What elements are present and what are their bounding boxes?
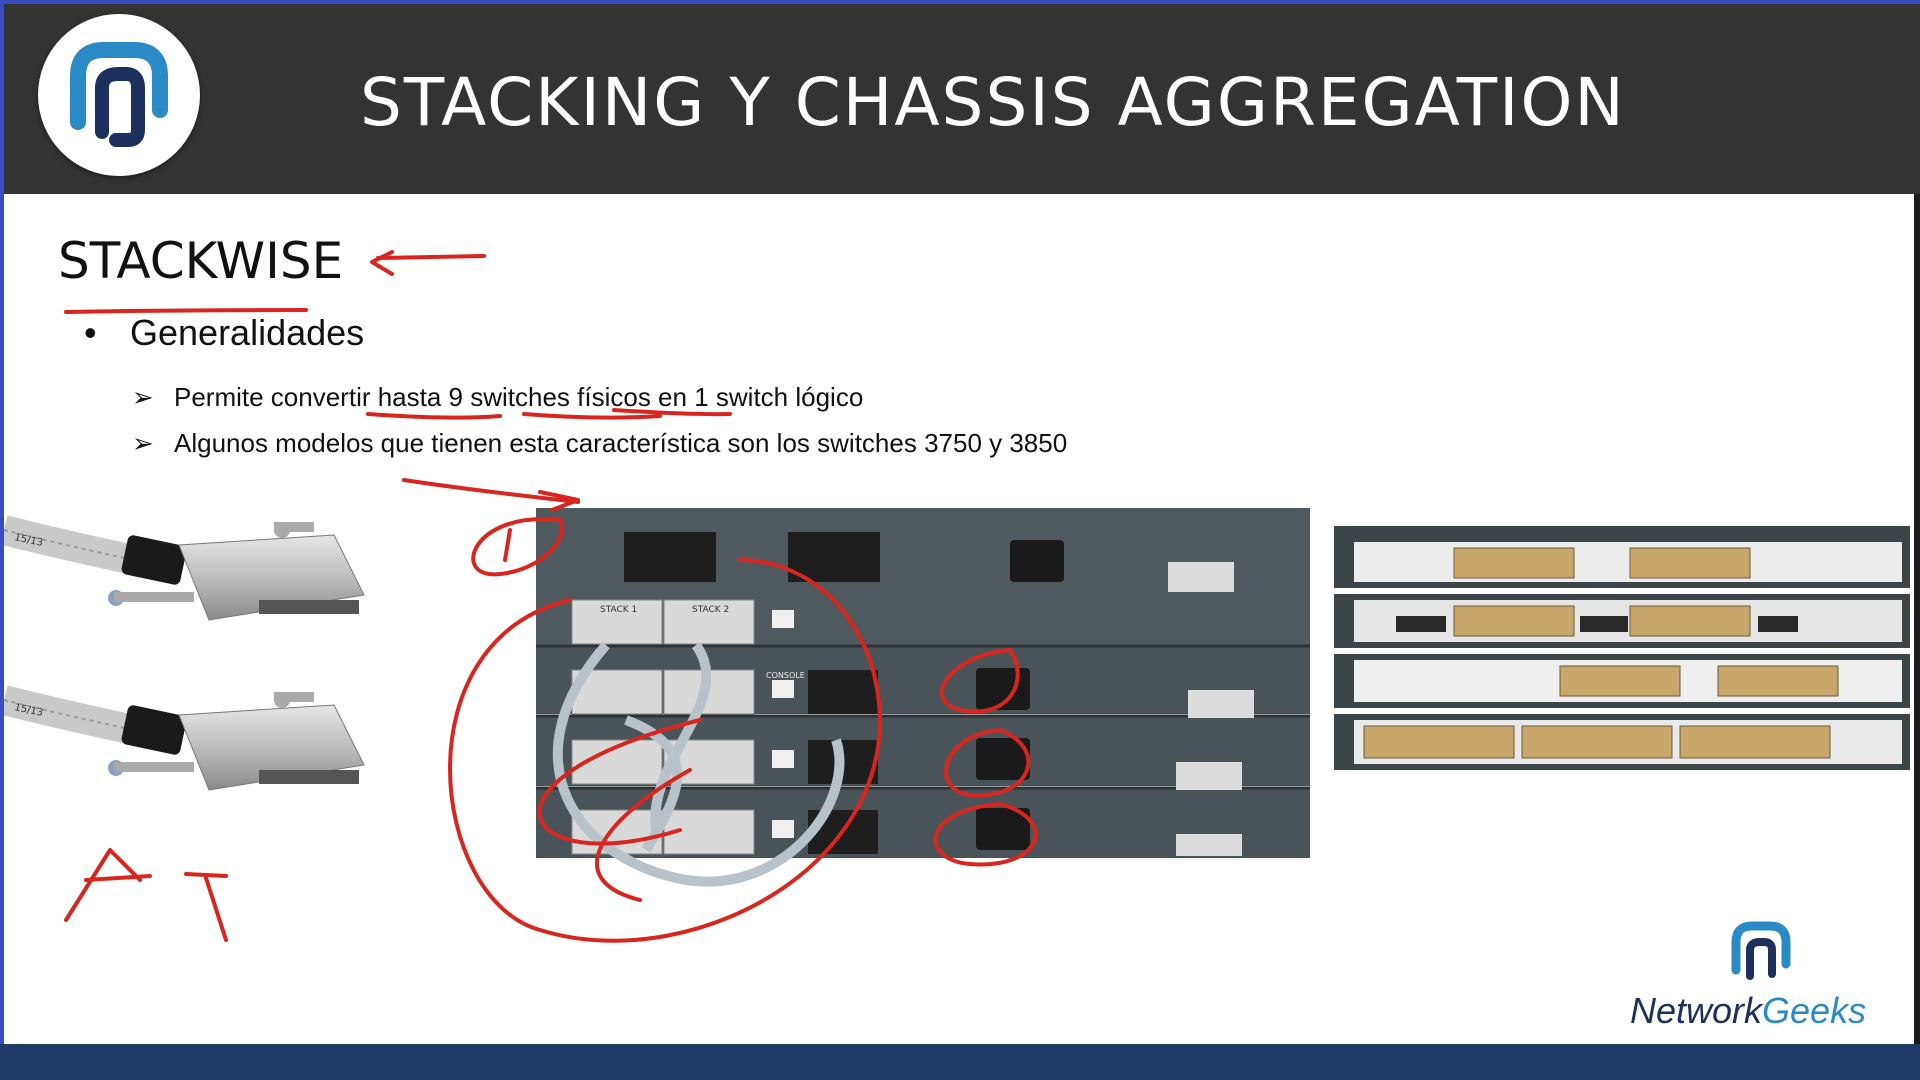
stack-cables-photo: 15/13 15/13 [4, 515, 365, 791]
stack2-label: STACK 2 [692, 605, 729, 615]
sub-item-1-text: Permite convertir hasta 9 switches físic… [174, 382, 864, 412]
stack-cable-bottom: 15/13 [4, 685, 365, 791]
sub-item-2-text: Algunos modelos que tienen esta caracter… [174, 428, 1068, 458]
bullet-generalidades: • Generalidades [84, 312, 364, 354]
network-geeks-small-logo-icon [1731, 921, 1791, 980]
bullet-dot-icon: • [84, 312, 97, 353]
arrowhead-bullet-icon: ➢ [132, 428, 154, 458]
slide-header: STACKING Y CHASSIS AGGREGATION [4, 4, 1920, 194]
stack1-label: STACK 1 [600, 605, 637, 615]
slide-title: STACKING Y CHASSIS AGGREGATION [360, 64, 1626, 141]
section-title: STACKWISE [58, 232, 344, 290]
network-geeks-logo-icon [38, 14, 200, 176]
console-label: CONSOLE [766, 671, 805, 680]
stack-cable-top: 15/13 [4, 515, 365, 621]
right-edge-strip [1914, 194, 1920, 1044]
network-geeks-brand: NetworkGeeks [1630, 912, 1892, 1042]
bullet-text: Generalidades [130, 312, 365, 353]
arrowhead-bullet-icon: ➢ [132, 382, 154, 412]
sub-item-1: ➢ Permite convertir hasta 9 switches físi… [132, 382, 863, 413]
brand-name: NetworkGeeks [1630, 990, 1866, 1032]
brand-part-network: Network [1630, 990, 1763, 1031]
stacked-switches-front-photo [1334, 526, 1910, 770]
slide-footer-bar [0, 1044, 1920, 1080]
sub-item-2: ➢ Algunos modelos que tienen esta caracte… [132, 428, 1067, 459]
brand-part-geeks: Geeks [1762, 990, 1867, 1031]
